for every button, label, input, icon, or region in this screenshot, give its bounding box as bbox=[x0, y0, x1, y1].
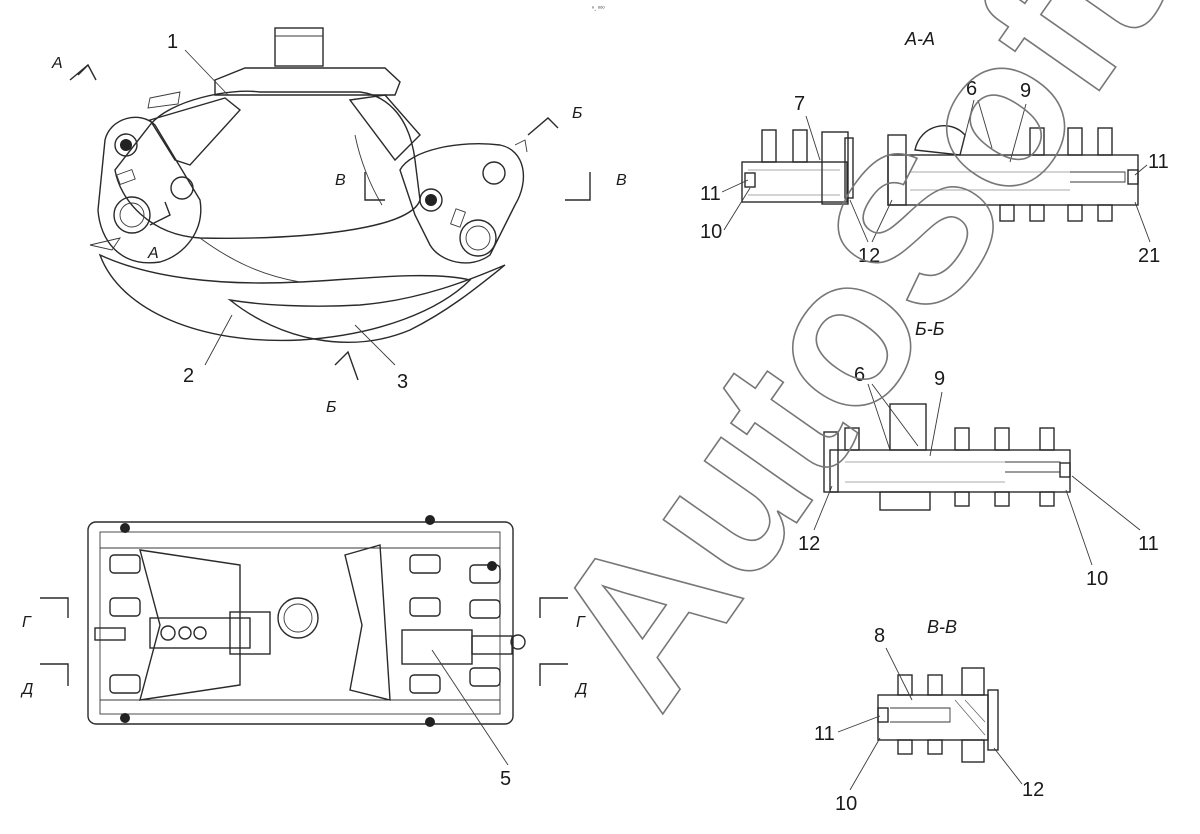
cut-marker-g-right: Г bbox=[576, 614, 586, 631]
cut-marker-v-left: В bbox=[335, 172, 346, 189]
hydraulic-port bbox=[274, 27, 324, 67]
left-side-plate bbox=[97, 116, 202, 264]
cut-marker-d-left: Д bbox=[20, 681, 33, 698]
pivot-bolt-left bbox=[114, 133, 138, 157]
aa-callout-11-right: 11 bbox=[1148, 151, 1169, 173]
plan-outer-frame bbox=[87, 521, 514, 725]
right-arm bbox=[348, 94, 421, 162]
aa-callout-11-left: 11 bbox=[700, 183, 721, 205]
bb-callout-9: 9 bbox=[934, 368, 945, 390]
callout-3: 3 bbox=[397, 371, 408, 393]
right-side-plate bbox=[399, 143, 525, 264]
vv-callout-8: 8 bbox=[874, 625, 885, 647]
pin-hole-right bbox=[459, 219, 497, 257]
aa-callout-10: 10 bbox=[700, 221, 722, 243]
body-housing bbox=[114, 90, 421, 239]
vv-callout-11: 11 bbox=[814, 723, 835, 745]
cut-marker-b-top: Б bbox=[572, 105, 582, 122]
vv-shaft bbox=[877, 694, 989, 741]
jaw-right bbox=[227, 264, 506, 343]
pin-hole-left bbox=[113, 196, 151, 234]
cut-marker-a-bottom: А bbox=[147, 245, 159, 262]
bb-callout-11: 11 bbox=[1138, 533, 1159, 555]
plan-cylinder-right bbox=[401, 629, 473, 665]
plan-callout-5: 5 bbox=[500, 768, 511, 790]
plan-center-hole bbox=[277, 597, 319, 639]
plan-right-jaw bbox=[344, 544, 391, 701]
section-title-aa: А-А bbox=[904, 29, 935, 49]
jaw-left bbox=[98, 253, 472, 342]
corner-mark: ⁿ˯ ᵒᵒᵒ bbox=[592, 5, 605, 12]
cut-marker-g-left: Г bbox=[22, 614, 32, 631]
cut-marker-b-bottom: Б bbox=[326, 399, 336, 416]
section-bb: Б-Б 6 9 12 11 10 bbox=[798, 319, 1159, 590]
cut-markers-top: А А Б Б В В bbox=[51, 55, 627, 416]
bb-callout-10: 10 bbox=[1086, 568, 1108, 590]
pin-hole-center bbox=[170, 176, 194, 200]
pivot-bolt-left-head bbox=[120, 139, 132, 151]
section-vv: В-В 8 11 10 12 bbox=[814, 617, 1044, 815]
callout-2: 2 bbox=[183, 365, 194, 387]
vv-callout-12: 12 bbox=[1022, 779, 1044, 801]
aa-callout-12: 12 bbox=[858, 245, 880, 267]
aa-callout-6: 6 bbox=[966, 78, 977, 100]
cut-marker-a-top: А bbox=[51, 55, 63, 72]
left-arm bbox=[148, 97, 242, 166]
aa-callout-7: 7 bbox=[794, 93, 805, 115]
plan-cylinder-left bbox=[149, 617, 251, 649]
cut-marker-d-right: Д bbox=[574, 681, 587, 698]
grapple-side-view: 1 2 3 bbox=[89, 27, 528, 393]
grapple-plan-view: 5 bbox=[87, 515, 526, 790]
aa-callout-9: 9 bbox=[1020, 80, 1031, 102]
vv-callout-10: 10 bbox=[835, 793, 857, 815]
bb-callout-12: 12 bbox=[798, 533, 820, 555]
pivot-bolt-right bbox=[419, 188, 443, 212]
bb-callout-6: 6 bbox=[854, 364, 865, 386]
pin-hole-upper-right bbox=[482, 161, 506, 185]
cut-marker-v-right: В bbox=[616, 172, 627, 189]
plan-left-jaw bbox=[139, 549, 241, 701]
callout-1: 1 bbox=[167, 31, 178, 53]
bb-bolt bbox=[889, 403, 927, 451]
section-aa: А-А 7 6 9 11 11 10 bbox=[700, 29, 1169, 267]
watermark-text: AutoSoft bbox=[504, 0, 1200, 744]
cut-markers-plan: Г Д Г Д bbox=[20, 597, 587, 698]
pivot-bolt-right-head bbox=[425, 194, 437, 206]
section-title-vv: В-В bbox=[927, 617, 957, 637]
section-title-bb: Б-Б bbox=[915, 319, 945, 339]
aa-callout-21: 21 bbox=[1138, 245, 1160, 267]
